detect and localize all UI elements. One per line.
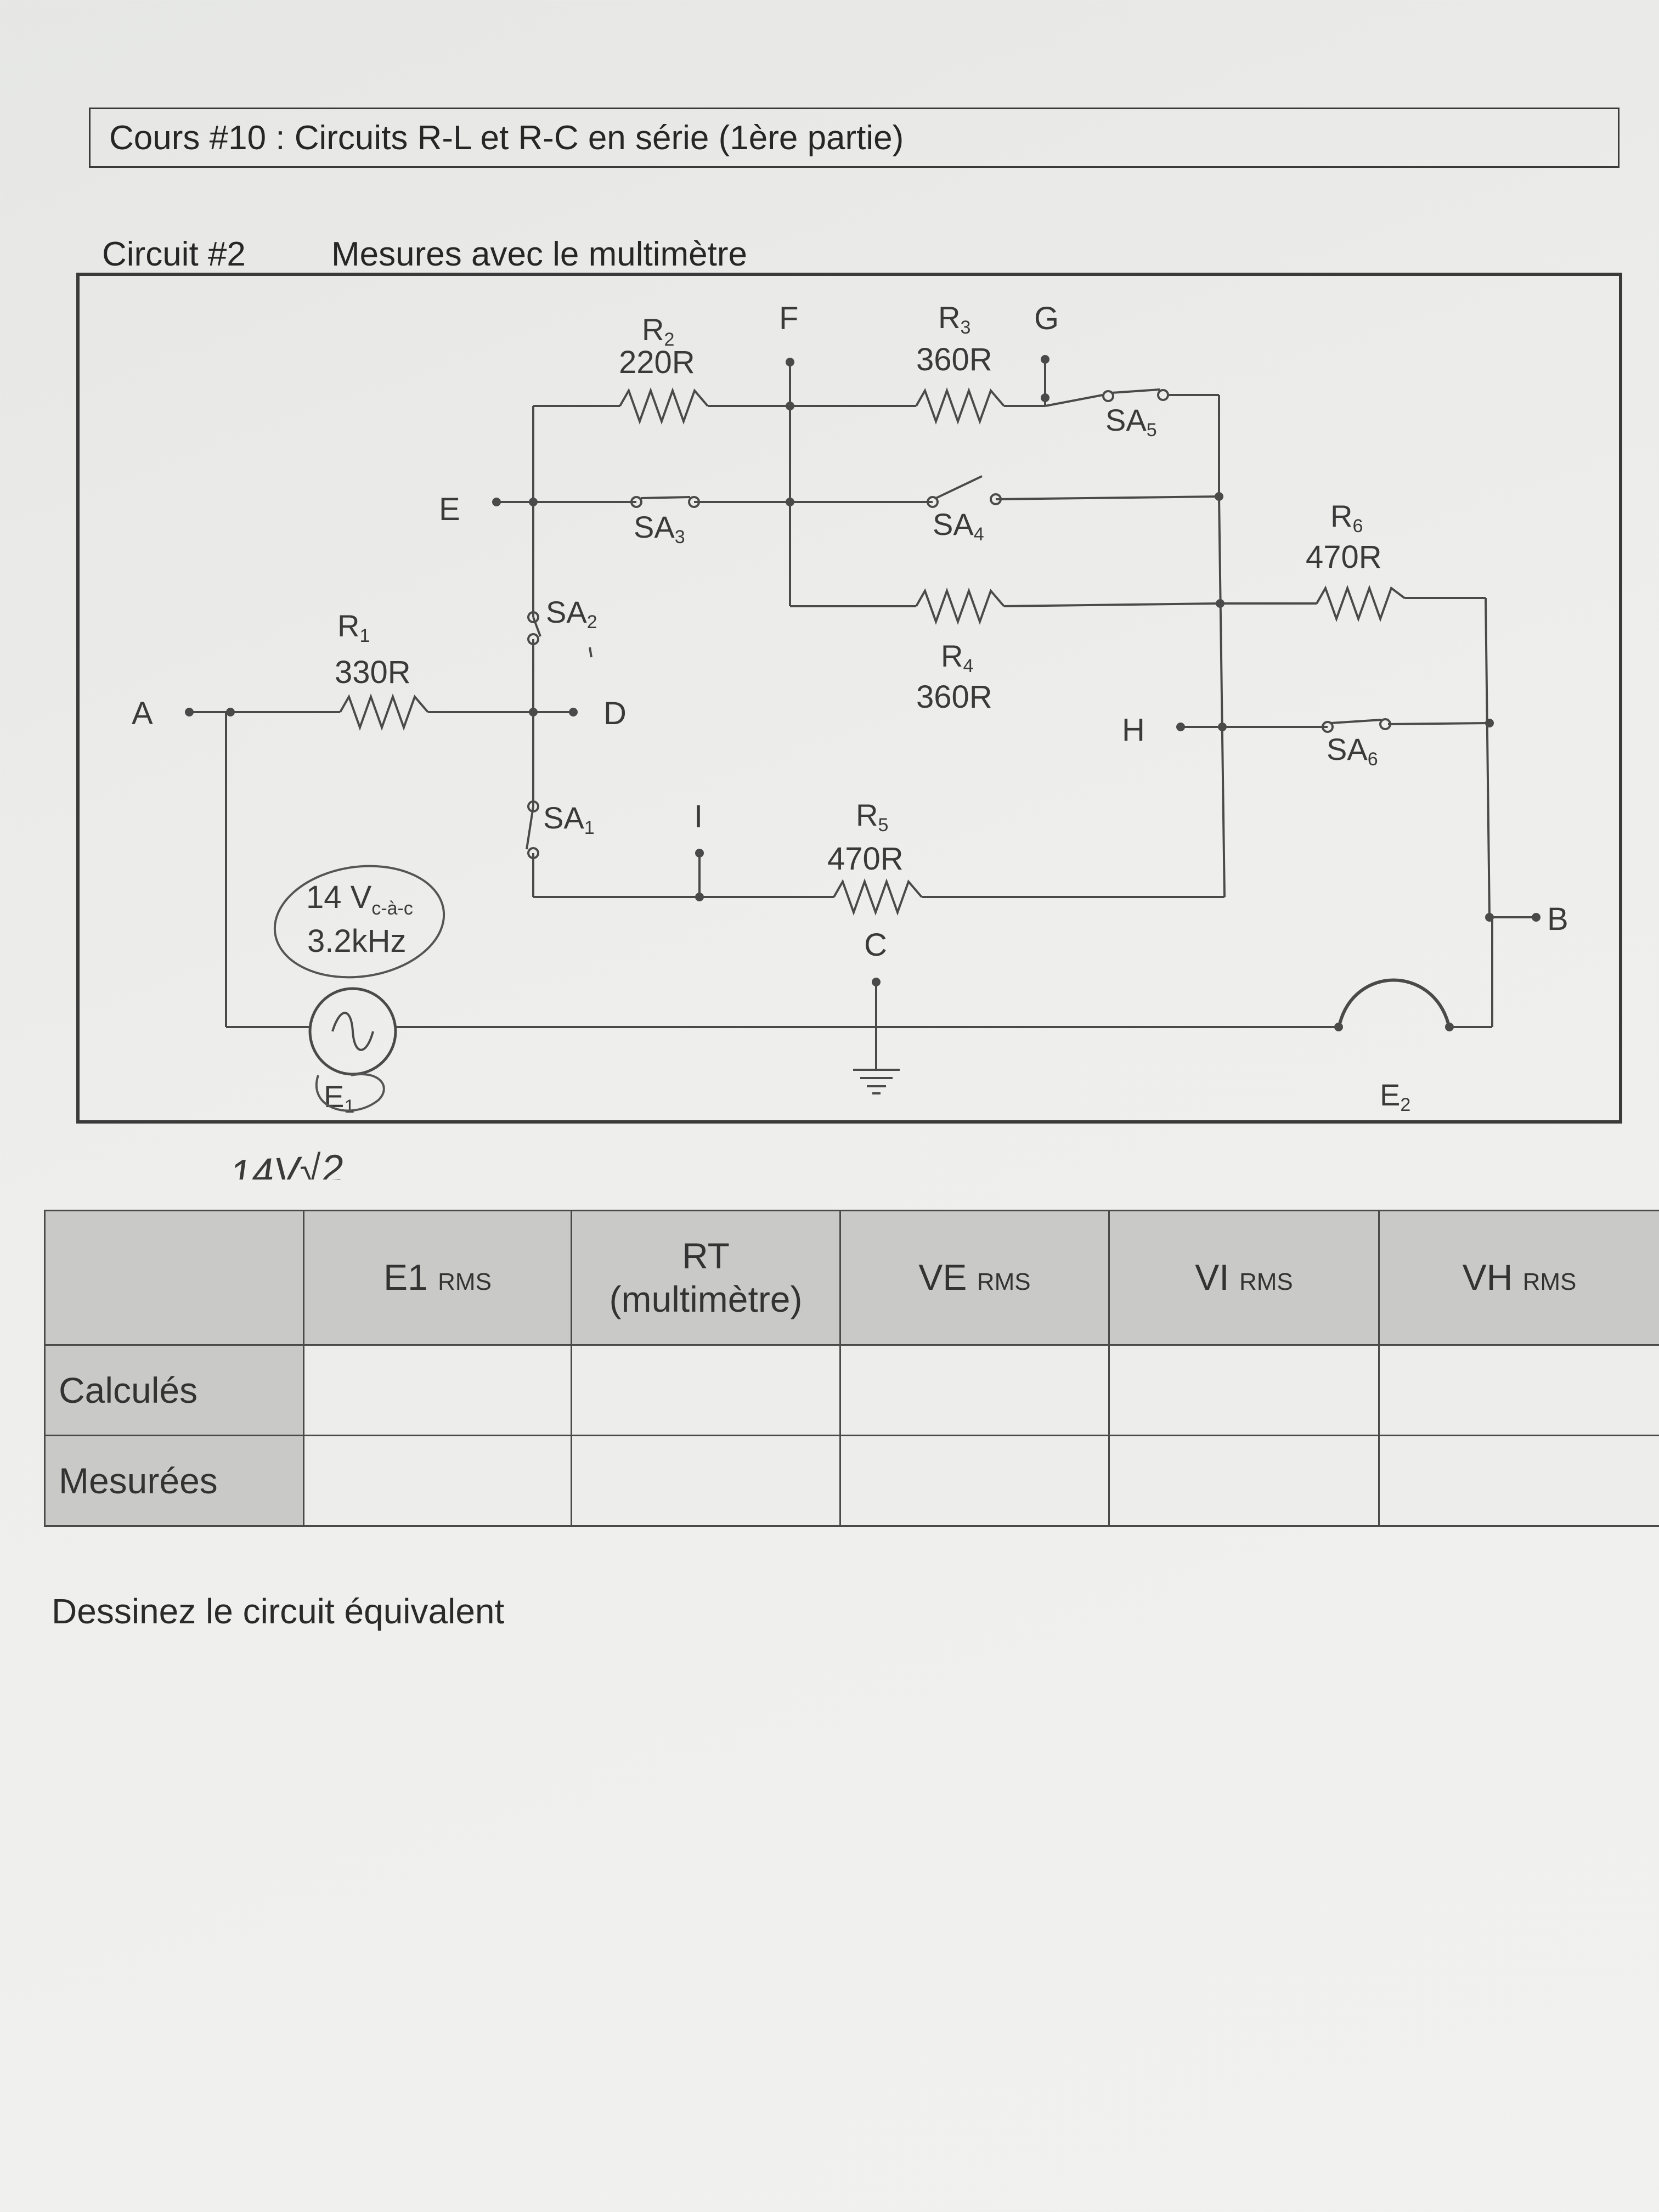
handwritten-circle bbox=[273, 865, 445, 979]
sa4-label: SA4 bbox=[933, 507, 984, 545]
node-b-label: B bbox=[1547, 901, 1568, 937]
cell-mes-vh[interactable] bbox=[1378, 1435, 1659, 1527]
col-vh-rms: VH RMS bbox=[1378, 1210, 1659, 1346]
table-corner bbox=[44, 1210, 304, 1346]
node-h-label: H bbox=[1122, 712, 1145, 748]
switch-symbols bbox=[526, 388, 1391, 859]
r5-value: 470R bbox=[827, 841, 904, 877]
r3-value: 360R bbox=[916, 342, 992, 377]
r6-name: R6 bbox=[1330, 499, 1363, 537]
sa5-label: SA5 bbox=[1105, 403, 1157, 441]
cell-calc-vi[interactable] bbox=[1108, 1344, 1380, 1436]
second-source-name: E2 bbox=[1380, 1077, 1410, 1115]
cell-calc-ve[interactable] bbox=[839, 1344, 1110, 1436]
sa3-label: SA3 bbox=[634, 510, 685, 548]
col-e1-rms: E1 RMS bbox=[303, 1210, 572, 1346]
r6-value: 470R bbox=[1306, 539, 1382, 575]
node-e-label: E bbox=[439, 492, 460, 527]
sa2-symbol bbox=[527, 611, 592, 658]
r3-name: R3 bbox=[938, 300, 970, 338]
page-title: Cours #10 : Circuits R-L et R-C en série… bbox=[109, 119, 904, 157]
node-f-label: F bbox=[779, 301, 798, 336]
cell-calc-vh[interactable] bbox=[1378, 1344, 1659, 1436]
wires bbox=[189, 359, 1536, 1070]
handwritten-note: 14V√2 bbox=[229, 1147, 345, 1180]
r1-name: R1 bbox=[337, 608, 370, 646]
table-row: Calculés bbox=[44, 1344, 1659, 1436]
r3-symbol bbox=[915, 387, 1005, 425]
sa4-symbol bbox=[927, 475, 1002, 508]
sa1-label: SA1 bbox=[543, 800, 595, 838]
instruction-text: Dessinez le circuit équivalent bbox=[52, 1592, 505, 1631]
sa2-label: SA2 bbox=[546, 595, 597, 633]
cell-calc-rt[interactable] bbox=[571, 1344, 841, 1436]
node-i-label: I bbox=[694, 799, 703, 834]
sa1-symbol bbox=[526, 800, 539, 859]
table-row: Mesurées bbox=[44, 1435, 1659, 1527]
sa6-label: SA6 bbox=[1327, 732, 1378, 770]
r2-name: R2 bbox=[642, 312, 674, 350]
source-amplitude: 14 Vc-à-c bbox=[306, 879, 413, 919]
r4-symbol bbox=[915, 588, 1005, 625]
r5-symbol bbox=[833, 878, 923, 916]
r1-value: 330R bbox=[335, 654, 411, 690]
circuit-label: Circuit #2 bbox=[102, 235, 246, 273]
cell-mes-rt[interactable] bbox=[571, 1435, 841, 1527]
circuit-diagram: R1 330R R2 220R R3 360R R4 360R R5 470R … bbox=[76, 273, 1622, 1180]
r4-name: R4 bbox=[941, 639, 973, 676]
r5-name: R5 bbox=[856, 798, 888, 836]
r2-symbol bbox=[619, 387, 709, 425]
r6-symbol bbox=[1316, 585, 1406, 622]
table-header-row: E1 RMS RT(multimètre) VE RMS VI RMS VH R… bbox=[44, 1210, 1659, 1346]
node-d-label: D bbox=[603, 696, 627, 731]
cell-mes-vi[interactable] bbox=[1108, 1435, 1380, 1527]
r2-value: 220R bbox=[619, 345, 695, 380]
col-ve-rms: VE RMS bbox=[839, 1210, 1110, 1346]
col-rt-multimetre: RT(multimètre) bbox=[571, 1210, 841, 1346]
col-vi-rms: VI RMS bbox=[1108, 1210, 1380, 1346]
handwritten-e1-circle bbox=[315, 1073, 385, 1112]
cell-calc-e1[interactable] bbox=[303, 1344, 572, 1436]
r1-symbol bbox=[339, 693, 429, 731]
circuit-frame bbox=[76, 273, 1622, 1124]
cell-mes-ve[interactable] bbox=[839, 1435, 1110, 1527]
sa5-symbol bbox=[1102, 388, 1169, 402]
junctions bbox=[185, 355, 1541, 1031]
e2-jumper-symbol bbox=[1338, 978, 1450, 1024]
sa6-symbol bbox=[1322, 718, 1391, 733]
circuit-subtitle: Mesures avec le multimètre bbox=[331, 235, 748, 273]
node-g-label: G bbox=[1034, 301, 1059, 336]
r4-value: 360R bbox=[916, 679, 992, 715]
resistor-symbols bbox=[339, 387, 1406, 916]
row-label-calcules: Calculés bbox=[44, 1344, 304, 1436]
source-frequency: 3.2kHz bbox=[307, 923, 407, 959]
ground-symbol bbox=[853, 1069, 900, 1094]
row-label-mesurees: Mesurées bbox=[44, 1435, 304, 1527]
node-c-label: C bbox=[864, 927, 887, 963]
cell-mes-e1[interactable] bbox=[303, 1435, 572, 1527]
title-box: Cours #10 : Circuits R-L et R-C en série… bbox=[89, 108, 1620, 168]
results-table: E1 RMS RT(multimètre) VE RMS VI RMS VH R… bbox=[44, 1210, 1659, 1527]
node-a-label: A bbox=[132, 696, 153, 731]
ac-source-symbol bbox=[308, 987, 397, 1076]
sa3-symbol bbox=[630, 496, 700, 508]
